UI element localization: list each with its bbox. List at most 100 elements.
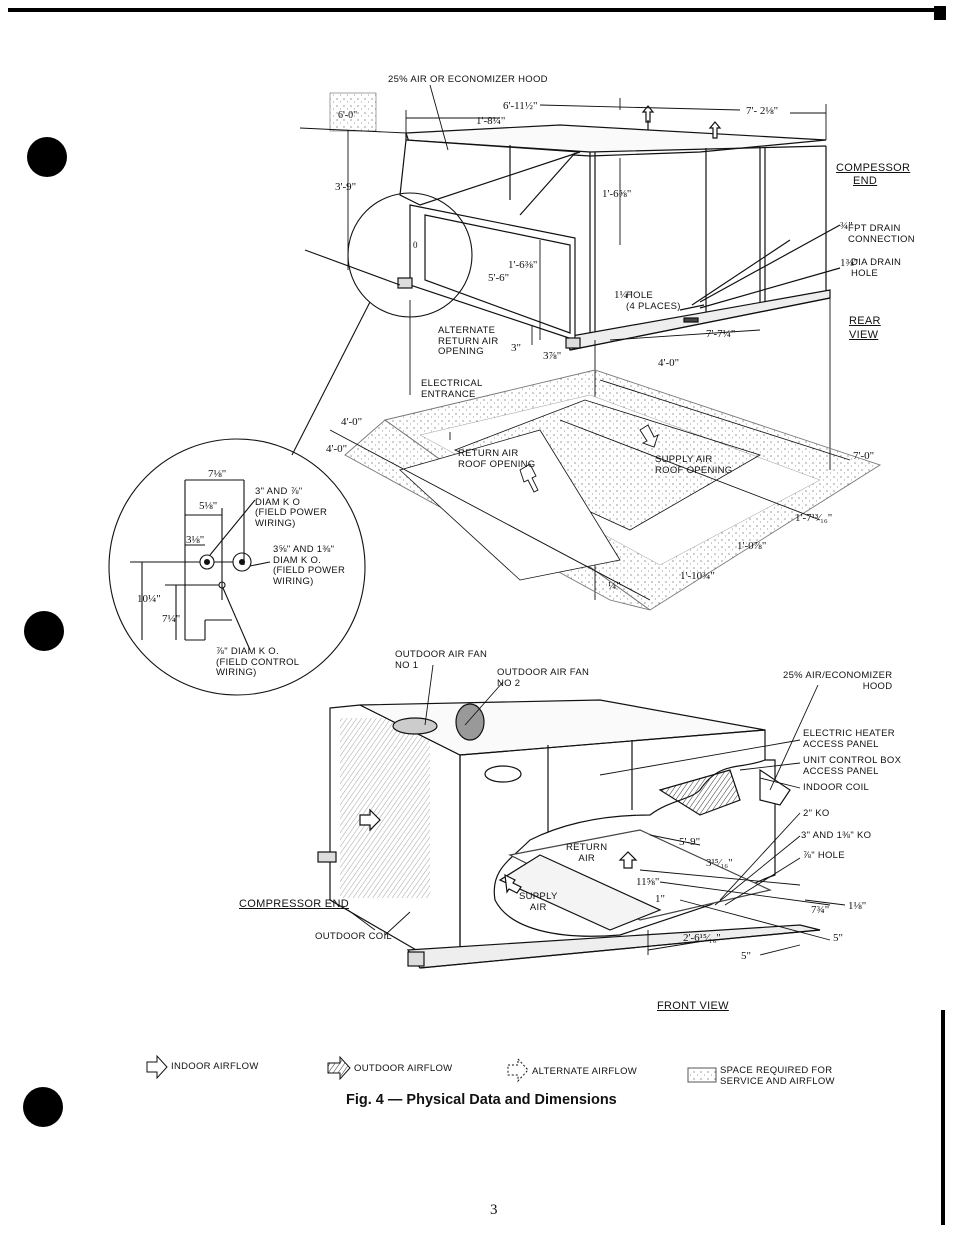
detail-dim-10-1-4: 10¼" bbox=[137, 593, 161, 605]
ko2-line4: WIRING) bbox=[273, 575, 314, 587]
roof-openings bbox=[329, 369, 882, 611]
ko-3in-label: 3" AND 1⅜" KO bbox=[801, 830, 872, 841]
return-air-line1: RETURN bbox=[566, 842, 608, 853]
ko1-line4: WIRING) bbox=[255, 517, 296, 529]
ko2-line2: DIAM K O. bbox=[273, 554, 322, 566]
dim-1-1-4: 1¼" bbox=[614, 289, 633, 301]
legend-service-line2: SERVICE AND AIRFLOW bbox=[720, 1075, 835, 1087]
compressor-end-label-line2: END bbox=[853, 175, 878, 187]
binder-hole-1 bbox=[27, 137, 67, 177]
front-dim-5-b: 5" bbox=[741, 950, 751, 962]
fan1-label: OUTDOOR AIR FAN NO 1 bbox=[395, 649, 488, 671]
hood-label: 25% AIR OR ECONOMIZER HOOD bbox=[388, 74, 548, 85]
dim-1-6-5: 1'-6⅝" bbox=[602, 188, 632, 200]
drain-hole-line1: DIA DRAIN bbox=[851, 257, 902, 268]
front-dim-2-6: 2'-6¹⁵⁄₁₆" bbox=[683, 932, 721, 944]
ko2-line3: (FIELD POWER bbox=[273, 565, 346, 576]
legend-outdoor-airflow: OUTDOOR AIRFLOW bbox=[354, 1063, 453, 1074]
alternate-return-line1: ALTERNATE bbox=[438, 325, 496, 336]
dim-1-10: 1'-10¾" bbox=[680, 570, 715, 582]
figure-caption: Fig. 4 — Physical Data and Dimensions bbox=[346, 1092, 617, 1108]
ko1-line2: DIAM K O bbox=[255, 496, 301, 508]
control-box-label: UNIT CONTROL BOX ACCESS PANEL bbox=[803, 755, 902, 777]
fan2-line1: OUTDOOR AIR FAN bbox=[497, 667, 590, 678]
hole-4-places-line2: (4 PLACES) bbox=[626, 300, 681, 312]
alternate-return-line3: OPENING bbox=[438, 346, 484, 357]
supply-air-roof-label: SUPPLY AIR ROOF OPENING bbox=[655, 454, 733, 476]
heater-line2: ACCESS PANEL bbox=[803, 738, 879, 750]
fan1-line2: NO 1 bbox=[395, 659, 419, 671]
legend-icons bbox=[146, 1054, 717, 1083]
dim-7-7: 7'-7¼" bbox=[706, 328, 736, 340]
dim-1-3-8: 1⅜" bbox=[840, 257, 859, 269]
return-air-roof-label: RETURN AIR ROOF OPENING bbox=[458, 448, 536, 470]
supply-air-roof-line1: SUPPLY AIR bbox=[655, 454, 713, 465]
return-air-line2: AIR bbox=[578, 852, 596, 864]
top-rule bbox=[8, 8, 946, 12]
dim-3in: 3" bbox=[511, 342, 521, 354]
heater-line1: ELECTRIC HEATER bbox=[803, 728, 895, 739]
front-dim-1: 1" bbox=[655, 893, 665, 905]
legend-service-line1: SPACE REQUIRED FOR bbox=[720, 1065, 833, 1076]
compressor-end-label-2: END bbox=[853, 176, 877, 187]
control-box-line1: UNIT CONTROL BOX bbox=[803, 755, 902, 766]
control-box-line2: ACCESS PANEL bbox=[803, 765, 879, 777]
return-air-label: RETURN AIR bbox=[566, 842, 608, 864]
ko-field-power-1: 3" AND ⅞" DIAM K O (FIELD POWER WIRING) bbox=[255, 486, 328, 529]
dim-5-6: 5'-6" bbox=[488, 272, 510, 284]
detail-dim-5-1-8: 5⅛" bbox=[199, 500, 218, 512]
detail-circle bbox=[108, 438, 366, 696]
front-dim-5-9: 5'-9" bbox=[679, 836, 701, 848]
drain-connection-label: FPT DRAIN CONNECTION bbox=[848, 223, 915, 245]
page-number: 3 bbox=[490, 1202, 498, 1218]
dim-1-7: 1'-7¹³⁄₁₆" bbox=[795, 512, 833, 524]
dim-quarter: ¼" bbox=[608, 580, 621, 592]
dim-3-7-8: 3⅞" bbox=[543, 350, 562, 362]
ko-field-power-2: 3⅝" AND 1⅜" DIAM K O. (FIELD POWER WIRIN… bbox=[273, 544, 346, 587]
dim-4-0-c: 4'-0" bbox=[326, 443, 348, 455]
dim-1-8: 1'-8¼" bbox=[476, 115, 506, 127]
front-dim-11-5: 11⅝" bbox=[636, 876, 660, 888]
dim-7-0: 7'-0" bbox=[853, 450, 875, 462]
legend-service-space: SPACE REQUIRED FOR SERVICE AND AIRFLOW bbox=[720, 1065, 835, 1087]
hole-4-places-line1: HOLE bbox=[626, 290, 654, 301]
front-unit-drawing bbox=[317, 699, 821, 969]
return-air-roof-line1: RETURN AIR bbox=[458, 448, 519, 459]
front-view-label: FRONT VIEW bbox=[657, 1000, 729, 1012]
hole-4-places-label: HOLE (4 PLACES) bbox=[626, 290, 681, 312]
dim-zero: 0 bbox=[413, 240, 418, 250]
fan1-line1: OUTDOOR AIR FAN bbox=[395, 649, 488, 660]
ko3-line2: (FIELD CONTROL bbox=[216, 656, 300, 668]
electrical-entrance-line2: ENTRANCE bbox=[421, 388, 476, 400]
front-dim-1-1: 1⅛" bbox=[848, 900, 867, 912]
front-leader-lines bbox=[347, 664, 846, 956]
rear-view-line1: REAR bbox=[849, 315, 881, 327]
ko1-line3: (FIELD POWER bbox=[255, 507, 328, 518]
detail-dim-7-1-8: 7⅛" bbox=[208, 468, 227, 480]
return-air-roof-line2: ROOF OPENING bbox=[458, 458, 536, 470]
rear-view-line2: VIEW bbox=[849, 328, 879, 341]
top-unit-drawing bbox=[329, 92, 841, 351]
dim-3-4: ¾" bbox=[840, 220, 853, 232]
ko-2in-label: 2" KO bbox=[803, 808, 830, 819]
dim-1-6-3: 1'-6⅜" bbox=[508, 259, 538, 271]
ko3-line3: WIRING) bbox=[216, 667, 257, 678]
supply-air-line2: AIR bbox=[529, 901, 547, 913]
hole-label: ⅞" HOLE bbox=[803, 850, 845, 861]
dim-4-0-a: 4'-0" bbox=[658, 357, 680, 369]
drain-hole-line2: HOLE bbox=[851, 267, 879, 279]
electrical-entrance-line1: ELECTRICAL bbox=[421, 378, 483, 389]
detail-dim-3-1-8: 3⅛" bbox=[186, 534, 205, 546]
detail-dim-7-1-4: 7¼" bbox=[162, 613, 181, 625]
drain-hole-label: DIA DRAIN HOLE bbox=[851, 257, 902, 279]
alternate-return-label: ALTERNATE RETURN AIR OPENING bbox=[438, 325, 499, 358]
dim-6-0: 6'-0" bbox=[338, 110, 358, 121]
supply-air-line1: SUPPLY bbox=[519, 891, 558, 902]
drain-connection-line1: FPT DRAIN bbox=[848, 223, 901, 234]
right-margin-rule bbox=[941, 1010, 945, 1225]
binder-hole-3 bbox=[23, 1087, 63, 1127]
dim-7-2: 7'- 2⅛" bbox=[746, 105, 779, 117]
dim-6-11: 6'-11½" bbox=[503, 100, 538, 112]
ko-field-control: ⅞" DIAM K O. (FIELD CONTROL WIRING) bbox=[216, 646, 300, 679]
ko3-line1: ⅞" DIAM K O. bbox=[216, 646, 279, 657]
